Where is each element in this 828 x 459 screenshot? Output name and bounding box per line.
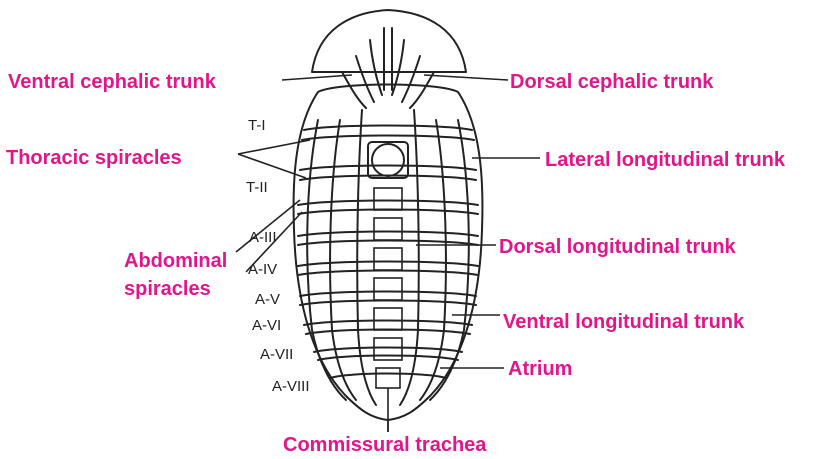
segment-t2: T-II: [246, 180, 268, 196]
leader-thoracic-1: [238, 140, 310, 154]
head-outline: [312, 10, 466, 72]
segment-tracheae: [298, 126, 478, 379]
thoracic-atrium: [372, 144, 404, 176]
segment-a3: A-III: [249, 230, 277, 246]
thoracic-chamber: [368, 142, 408, 178]
commissural-ladder: [374, 188, 402, 432]
segment-trachea: [300, 292, 476, 306]
label-dorsal-cephalic-trunk: Dorsal cephalic trunk: [510, 71, 713, 93]
head-trachea: [342, 28, 434, 108]
segment-trachea: [330, 374, 446, 379]
label-ventral-longitudinal-trunk: Ventral longitudinal trunk: [503, 311, 744, 333]
segment-a4: A-IV: [248, 262, 277, 278]
segment-t1: T-I: [248, 118, 266, 134]
segment-trachea: [298, 232, 478, 246]
segment-a5: A-V: [255, 292, 280, 308]
segment-a8: A-VIII: [272, 379, 310, 395]
label-abdominal-spiracles-line1: Abdominal: [124, 250, 227, 272]
label-atrium: Atrium: [508, 358, 572, 380]
leader-ventral-cephalic: [282, 75, 352, 80]
label-abdominal-spiracles-line2: spiracles: [124, 278, 211, 300]
segment-trachea: [304, 321, 472, 335]
segment-trachea: [298, 201, 478, 215]
segment-a7: A-VII: [260, 347, 293, 363]
label-ventral-cephalic-trunk: Ventral cephalic trunk: [8, 71, 216, 93]
segment-trachea: [302, 126, 474, 141]
leader-dorsal-cephalic: [424, 75, 508, 80]
label-commissural-trachea: Commissural trachea: [283, 434, 486, 456]
label-dorsal-longitudinal-trunk: Dorsal longitudinal trunk: [499, 236, 736, 258]
segment-trachea: [298, 262, 478, 276]
segment-a6: A-VI: [252, 318, 281, 334]
label-thoracic-spiracles: Thoracic spiracles: [6, 147, 182, 169]
label-lateral-longitudinal-trunk: Lateral longitudinal trunk: [545, 149, 785, 171]
